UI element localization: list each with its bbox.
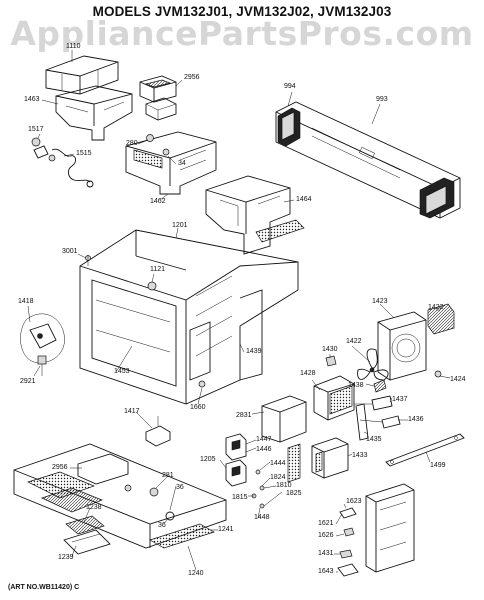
label-1428: 1428 [300,370,316,377]
label-1515: 1515 [76,150,92,157]
label-1418: 1418 [18,298,34,305]
part-1201-cabinet [79,229,299,405]
label-2956: 2956 [184,74,200,81]
label-1433: 1433 [352,452,368,459]
part-1463-air-guide [55,85,133,141]
label-1417: 1417 [124,408,140,415]
label-1463: 1463 [24,96,40,103]
label-1447: 1447 [256,436,272,443]
part-1517-1515-small-parts [31,137,94,188]
label-1435: 1435 [366,436,382,443]
label-2956-bottom: 2956 [52,464,68,471]
label-1423: 1423 [372,298,388,305]
part-1621-control-bracket [337,483,415,577]
label-1201: 1201 [172,222,188,229]
label-1444: 1444 [270,460,286,467]
label-3001: 3001 [62,248,78,255]
label-1121: 1121 [150,266,166,273]
part-1438-switch-assembly [354,379,401,441]
part-993-bracket [275,101,461,219]
label-2921: 2921 [20,378,36,385]
part-1241-bottom-plate [13,443,227,549]
part-1240-filter [63,515,215,555]
art-number: (ART NO.WB11420) C [8,584,80,591]
label-1205: 1205 [200,456,216,463]
part-1462-tray [125,131,217,195]
part-1464-duct [205,175,305,255]
label-1643: 1643 [318,568,334,575]
part-1417-bracket [145,416,171,447]
label-1660: 1660 [190,404,206,411]
label-1825: 1825 [286,490,302,497]
part-2831-panel [261,395,307,483]
label-1810: 1810 [276,482,292,489]
label-1422-blade: 1422 [346,338,362,345]
label-1446: 1446 [256,446,272,453]
leader-lines [27,50,451,573]
label-1110: 1110 [66,43,81,50]
part-1433-capacitor [311,437,349,479]
label-1431: 1431 [318,550,334,557]
label-1436: 1436 [408,416,424,423]
part-1423-fan-housing [377,303,455,381]
label-36: 36 [176,484,184,491]
label-1239: 1239 [58,554,74,561]
label-994: 994 [284,83,296,90]
label-1430: 1430 [322,346,338,353]
label-1462: 1462 [150,198,166,205]
label-1824: 1824 [270,474,286,481]
diagram-title: MODELS JVM132J01, JVM132J02, JVM132J03 [92,4,392,19]
label-1424: 1424 [450,376,466,383]
label-1238: 1238 [86,504,102,511]
label-1623: 1623 [346,498,362,505]
part-2956-box [139,75,177,121]
part-1499-rail [385,433,465,467]
label-281: 281 [162,472,174,479]
label-36-lower: 36 [158,522,166,529]
part-1110-cover [45,55,119,95]
label-1464: 1464 [296,196,312,203]
label-1517: 1517 [28,126,44,133]
part-1418-motor-plate [20,313,65,376]
watermark: AppliancePartsPros.com [10,14,474,53]
label-993: 993 [376,96,388,103]
part-1428-transformer [313,355,355,421]
label-1499: 1499 [430,462,446,469]
label-280: 280 [126,140,138,147]
label-1626: 1626 [318,532,334,539]
label-1439: 1439 [246,348,262,355]
label-1448: 1448 [254,514,270,521]
label-1815: 1815 [232,494,248,501]
label-34: 34 [178,160,186,167]
label-1437: 1437 [392,396,408,403]
label-2831: 2831 [236,412,252,419]
label-1240: 1240 [188,570,204,577]
label-1621: 1621 [318,520,334,527]
label-1453: 1453 [114,368,130,375]
label-1438: 1438 [348,382,364,389]
label-1422-motor: 1422 [428,304,444,311]
label-1241: 1241 [218,526,234,533]
